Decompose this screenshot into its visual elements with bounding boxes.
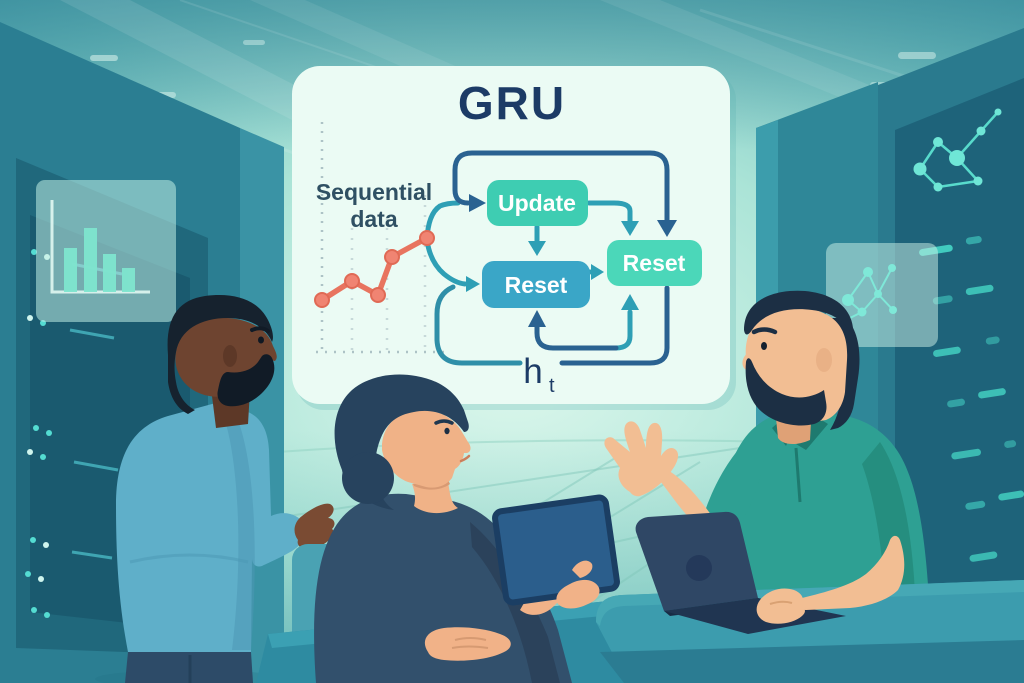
bar-chart-bars — [64, 228, 135, 292]
left-person-hand — [294, 503, 335, 549]
diagram-arrowheads-teal — [466, 221, 639, 310]
left-person-torso — [116, 402, 306, 652]
middle-person-group — [256, 374, 652, 683]
input-label-line2: data — [350, 206, 398, 232]
right-person-ear — [816, 348, 832, 372]
right-person-group — [596, 290, 1024, 683]
diagram-arrows-teal — [424, 200, 633, 366]
right-person-hair — [744, 290, 854, 336]
left-person — [116, 295, 335, 683]
right-person-typing-hand — [756, 588, 805, 624]
middle-person-hand-desk — [424, 627, 511, 661]
diagram-title: GRU — [458, 77, 566, 129]
laptop-logo — [686, 555, 712, 581]
left-person-ear — [223, 345, 237, 367]
network-graph — [913, 108, 1002, 192]
update-gate-label: Update — [498, 190, 576, 216]
diagram-arrowheads-dark — [469, 194, 677, 327]
right-person-beard — [745, 358, 827, 426]
bar-chart-panel — [36, 180, 176, 322]
reset-gate-node — [482, 261, 590, 308]
middle-person-hand-tablet — [556, 560, 600, 609]
update-gate-node — [487, 180, 588, 226]
hidden-state-symbol: h — [523, 352, 542, 391]
right-person-eye — [761, 342, 767, 350]
right-person-gesture-hand — [604, 421, 679, 497]
left-person-beard — [217, 354, 275, 407]
middle-person-eye — [444, 427, 450, 435]
left-person-eye — [258, 336, 264, 344]
left-person-eyebrow — [250, 326, 270, 333]
chart-gridlines — [316, 122, 450, 355]
bar-chart-axis — [50, 200, 150, 294]
tablet-screen — [492, 494, 620, 606]
input-label-line1: Sequential — [316, 179, 432, 205]
diagram-arrows-dark — [452, 150, 670, 366]
hidden-state-subscript: t — [549, 375, 555, 397]
reset-gate-node-2 — [607, 240, 702, 286]
gru-diagram-panel: GRU Sequential data Update Reset Reset h… — [292, 66, 736, 410]
right-person-eyebrow — [751, 327, 778, 335]
middle-person-eyebrow — [434, 419, 454, 425]
reset-gate-label: Reset — [505, 272, 568, 298]
left-person-hair — [167, 295, 273, 414]
right-person-typing-arm — [797, 535, 905, 610]
sequential-data-sparkline — [314, 230, 435, 308]
tablet — [492, 494, 620, 606]
reset-gate-label-2: Reset — [623, 250, 686, 276]
middle-person-mouth — [459, 454, 471, 463]
